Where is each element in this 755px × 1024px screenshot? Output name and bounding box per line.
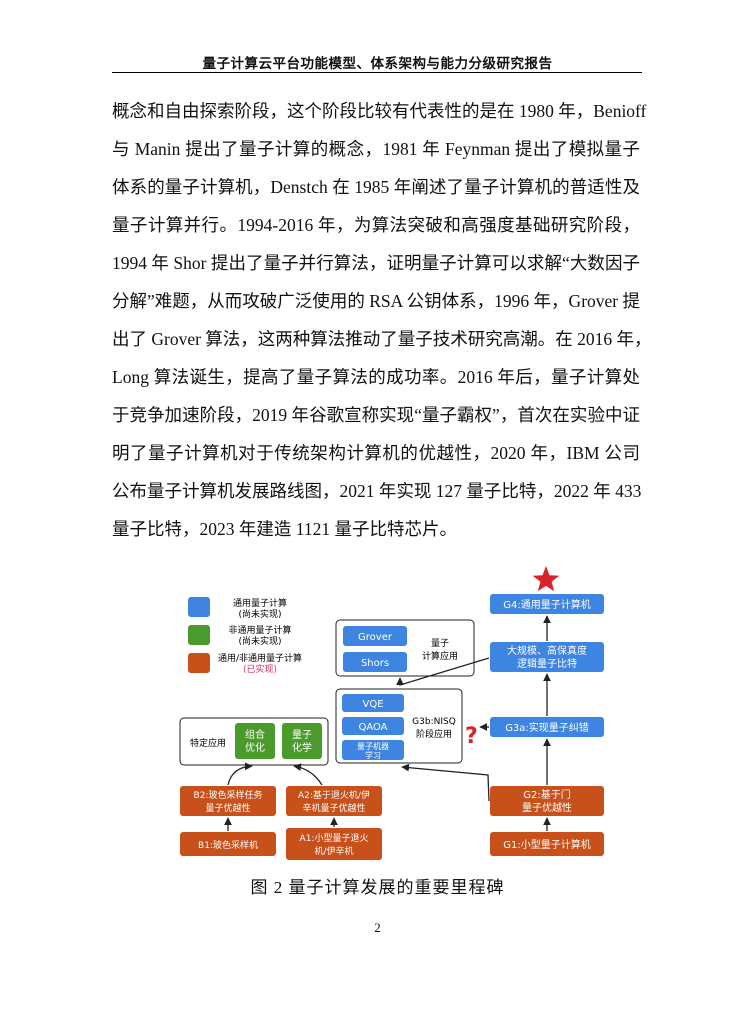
legend-blue-note: (尚未实现) bbox=[238, 608, 281, 620]
body-line: 于竞争加速阶段，2019 年谷歌宣称实现“量子霸权”，首次在实验中证 bbox=[112, 405, 640, 425]
body-line: 出了 Grover 算法，这两种算法推动了量子技术研究高潮。在 2016 年， bbox=[112, 329, 652, 349]
arrow-b2-specific bbox=[227, 762, 253, 786]
legend-green-text: 非通用量子计算 bbox=[228, 624, 291, 636]
body-line: 量子比特，2023 年建造 1121 量子比特芯片。 bbox=[112, 519, 457, 539]
a1-label: A1:小型量子退火 bbox=[300, 833, 369, 844]
body-line: 量子计算并行。1994-2016 年，为算法突破和高强度基础研究阶段， bbox=[112, 215, 640, 235]
a2-label: A2:基于退火机/伊 bbox=[298, 789, 370, 801]
qml-box bbox=[342, 740, 404, 760]
specific-group-label: 特定应用 bbox=[190, 737, 226, 749]
star-icon bbox=[532, 566, 560, 592]
legend-green-note: (尚未实现) bbox=[238, 635, 281, 647]
vqe-box bbox=[342, 694, 404, 712]
qml-label-2: 学习 bbox=[365, 750, 381, 760]
body-line: 公布量子计算机发展路线图，2021 年实现 127 量子比特，2022 年 43… bbox=[112, 481, 642, 501]
shors-box bbox=[343, 652, 407, 672]
vqe-label: VQE bbox=[362, 699, 383, 710]
body-line: 概念和自由探索阶段，这个阶段比较有代表性的是在 1980 年，Benioff bbox=[112, 101, 647, 121]
body-line: 1994 年 Shor 提出了量子并行算法，证明量子计算可以求解“大数因子 bbox=[112, 253, 640, 273]
g2-label-2: 量子优越性 bbox=[522, 801, 572, 814]
legend-blue-swatch bbox=[188, 597, 210, 617]
quantum-chem-label: 量子 bbox=[292, 729, 312, 741]
g3a-box bbox=[490, 717, 604, 737]
a1-label-2: 机/伊辛机 bbox=[314, 845, 353, 857]
legend-blue-text: 通用量子计算 bbox=[233, 597, 287, 609]
page-number: 2 bbox=[374, 920, 381, 935]
arrow-g2-nisq bbox=[401, 763, 490, 802]
nisq-group-border bbox=[335, 688, 463, 764]
body-line: 与 Manin 提出了量子计算的概念，1981 年 Feynman 提出了模拟量… bbox=[112, 139, 640, 159]
combo-opt-label-2: 优化 bbox=[245, 741, 265, 754]
arrow-logical-apps bbox=[396, 657, 490, 686]
legend: 通用量子计算 (尚未实现) 非通用量子计算 (尚未实现) 通用/非通用量子计算 … bbox=[188, 597, 302, 675]
grover-label: Grover bbox=[358, 632, 393, 643]
legend-green-swatch bbox=[188, 625, 210, 645]
body-line: 体系的量子计算机，Denstch 在 1985 年阐述了量子计算机的普适性及 bbox=[112, 177, 640, 197]
a2-box bbox=[286, 786, 382, 816]
apps-group-label: 量子 bbox=[431, 638, 449, 649]
figure-caption: 图 2 量子计算发展的重要里程碑 bbox=[250, 878, 505, 897]
qml-label: 量子机器 bbox=[357, 741, 389, 751]
b2-box bbox=[180, 786, 276, 816]
b1-label: B1:玻色采样机 bbox=[198, 839, 258, 851]
body-line: 分解”难题，从而攻破广泛使用的 RSA 公钥体系，1996 年，Grover 提 bbox=[112, 291, 640, 311]
combo-opt-box bbox=[235, 723, 275, 759]
legend-orange-swatch bbox=[188, 653, 210, 673]
apps-group-border bbox=[335, 619, 475, 677]
b1-box bbox=[180, 832, 276, 856]
question-mark-icon: ? bbox=[465, 724, 478, 749]
g2-box bbox=[490, 786, 604, 816]
shors-label: Shors bbox=[361, 658, 389, 669]
legend-orange-note: (已实现) bbox=[243, 663, 277, 675]
g4-box bbox=[490, 594, 604, 614]
g1-box bbox=[490, 832, 604, 856]
qaoa-label: QAOA bbox=[358, 722, 387, 733]
g4-label: G4:通用量子计算机 bbox=[503, 598, 590, 611]
a2-label-2: 辛机量子优越性 bbox=[302, 802, 365, 814]
arrows bbox=[224, 615, 551, 831]
milestone-diagram: 通用量子计算 (尚未实现) 非通用量子计算 (尚未实现) 通用/非通用量子计算 … bbox=[179, 566, 604, 860]
nisq-group-label-2: 阶段应用 bbox=[416, 728, 452, 740]
a1-box bbox=[286, 828, 382, 860]
qaoa-box bbox=[342, 717, 404, 735]
quantum-chem-label-2: 化学 bbox=[292, 741, 312, 754]
quantum-chem-box bbox=[282, 723, 322, 759]
combo-opt-label: 组合 bbox=[245, 728, 265, 741]
header-rule bbox=[112, 72, 642, 73]
grover-box bbox=[343, 626, 407, 646]
g1-label: G1:小型量子计算机 bbox=[503, 838, 590, 851]
logical-qubit-label-2: 逻辑量子比特 bbox=[517, 657, 577, 670]
b2-label-2: 量子优越性 bbox=[205, 802, 250, 814]
legend-orange-text: 通用/非通用量子计算 bbox=[218, 652, 302, 664]
body-line: Long 算法诞生，提高了量子算法的成功率。2016 年后，量子计算处 bbox=[112, 367, 640, 387]
arrow-a2-specific bbox=[293, 763, 323, 786]
page-header-title: 量子计算云平台功能模型、体系架构与能力分级研究报告 bbox=[202, 56, 553, 72]
apps-group-label-2: 计算应用 bbox=[422, 650, 458, 662]
body-line: 明了量子计算机对于传统架构计算机的优越性，2020 年，IBM 公司 bbox=[112, 443, 640, 463]
specific-group-border bbox=[179, 717, 329, 766]
nisq-group-label: G3b:NISQ bbox=[412, 717, 456, 727]
g2-label: G2:基于门 bbox=[523, 788, 570, 801]
logical-qubit-box bbox=[490, 642, 604, 672]
logical-qubit-label: 大规模、高保真度 bbox=[507, 644, 587, 657]
b2-label: B2:玻色采样任务 bbox=[194, 789, 263, 801]
g3a-label: G3a:实现量子纠错 bbox=[505, 721, 589, 734]
